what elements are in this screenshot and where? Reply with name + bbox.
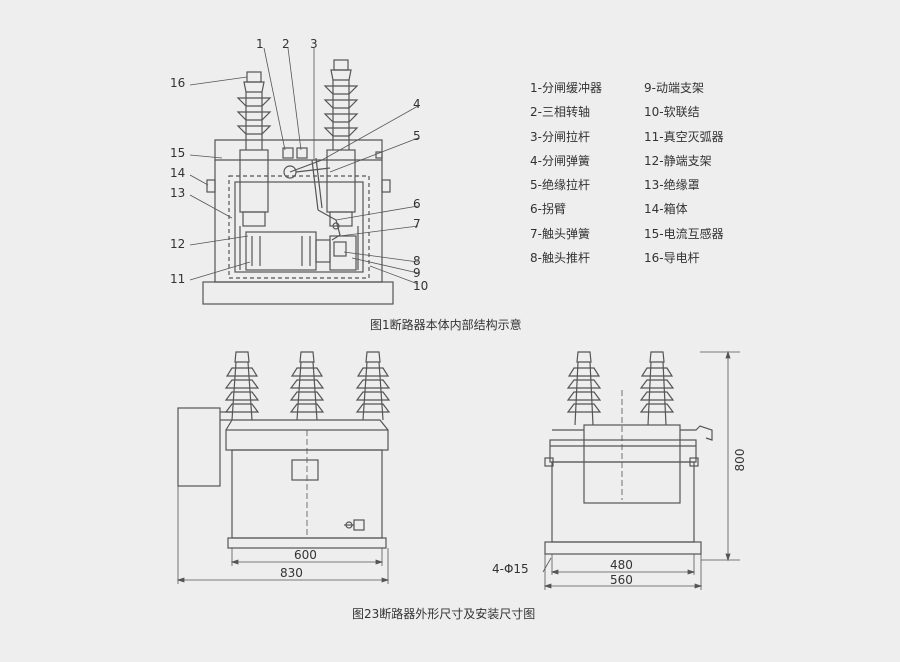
housing xyxy=(202,139,394,305)
front-dimensions xyxy=(176,486,390,584)
figure1-drawing: 1 2 3 4 5 6 7 8 9 10 11 12 13 14 15 16 xyxy=(170,37,428,305)
legend-item: 8-触头推杆 xyxy=(530,251,590,266)
leader-lines xyxy=(189,47,419,285)
legend-item: 14-箱体 xyxy=(644,202,688,217)
legend-item: 2-三相转轴 xyxy=(530,105,590,120)
dim-side-480: 480 xyxy=(610,558,633,572)
legend-item: 11-真空灭弧器 xyxy=(644,129,724,144)
legend-item: 4-分闸弹簧 xyxy=(530,153,590,168)
mechanism xyxy=(282,147,341,241)
callout-13: 13 xyxy=(170,186,185,200)
bushing-right xyxy=(323,59,359,227)
dim-front-830: 830 xyxy=(280,566,303,580)
callout-6: 6 xyxy=(413,197,421,211)
vacuum-interrupter xyxy=(239,226,359,271)
callout-2: 2 xyxy=(282,37,290,51)
callout-9: 9 xyxy=(413,266,421,280)
legend-item: 12-静端支架 xyxy=(644,153,712,168)
legend-item: 15-电流互感器 xyxy=(644,226,724,241)
callout-11: 11 xyxy=(170,272,185,286)
side-dimensions xyxy=(542,350,740,590)
legend-item: 9-动端支架 xyxy=(644,81,704,95)
bushing-left xyxy=(236,71,272,227)
callout-5: 5 xyxy=(413,129,421,143)
callout-10: 10 xyxy=(413,279,428,293)
callout-4: 4 xyxy=(413,97,421,111)
callout-12: 12 xyxy=(170,237,185,251)
legend-item: 16-导电杆 xyxy=(644,251,700,266)
callout-3: 3 xyxy=(310,37,318,51)
legend-item: 7-触头弹簧 xyxy=(530,226,590,241)
callout-numbers: 1 2 3 4 5 6 7 8 9 10 11 12 13 14 15 16 xyxy=(170,37,428,293)
callout-16: 16 xyxy=(170,76,185,90)
front-bushings xyxy=(224,351,391,421)
dim-side-hole: 4-Φ15 xyxy=(492,562,529,576)
callout-8: 8 xyxy=(413,254,421,268)
callout-1: 1 xyxy=(256,37,264,51)
legend-item: 13-绝缘罩 xyxy=(644,178,700,193)
dim-side-560: 560 xyxy=(610,573,633,587)
dim-front-600: 600 xyxy=(294,548,317,562)
legend-item: 1-分闸缓冲器 xyxy=(530,81,602,95)
legend-item: 5-绝缘拉杆 xyxy=(530,178,590,193)
figure23-caption: 图23断路器外形尺寸及安装尺寸图 xyxy=(352,607,536,621)
callout-15: 15 xyxy=(170,146,185,160)
callout-14: 14 xyxy=(170,166,185,180)
legend-item: 3-分闸拉杆 xyxy=(530,129,590,144)
side-view: 800 480 560 4-Φ15 xyxy=(492,350,747,590)
front-view: 600 830 xyxy=(176,351,391,584)
callout-7: 7 xyxy=(413,217,421,231)
dim-side-800: 800 xyxy=(733,449,747,472)
legend-item: 10-软联结 xyxy=(644,105,700,120)
legend-right: 9-动端支架 10-软联结 11-真空灭弧器 12-静端支架 13-绝缘罩 14… xyxy=(644,76,724,270)
figure1-caption: 图1断路器本体内部结构示意 xyxy=(370,318,522,332)
legend-item: 6-拐臂 xyxy=(530,202,566,217)
legend-left: 1-分闸缓冲器 2-三相转轴 3-分闸拉杆 4-分闸弹簧 5-绝缘拉杆 6-拐臂… xyxy=(530,76,602,270)
